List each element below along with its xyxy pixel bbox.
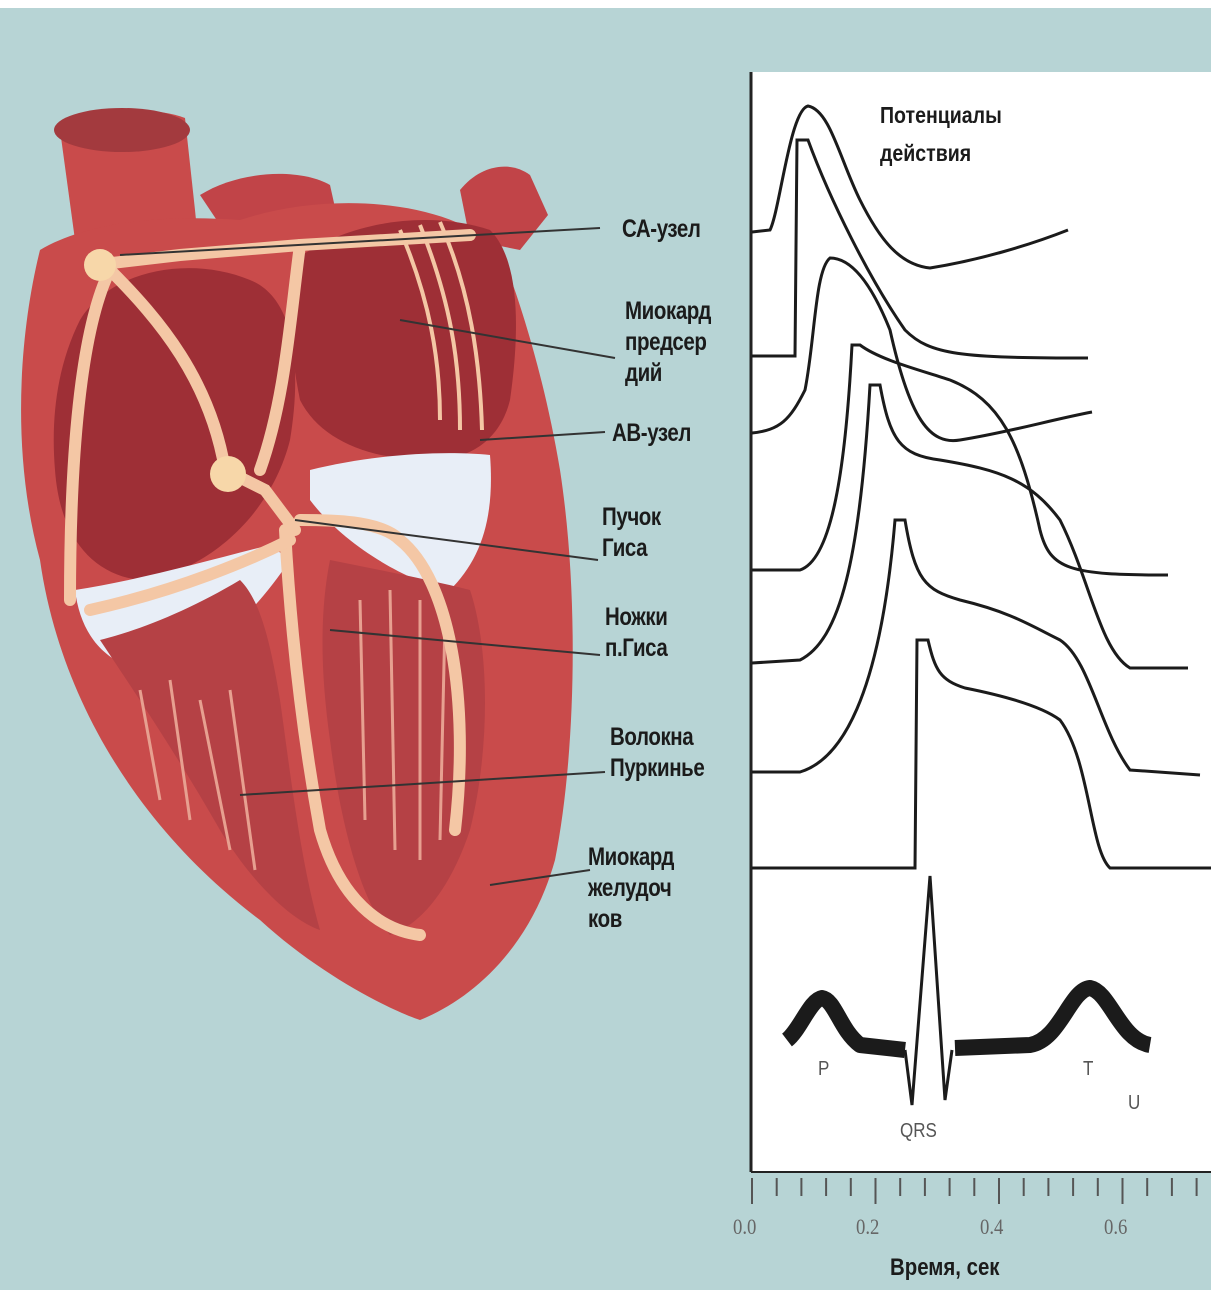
plot-title-line: действия — [880, 134, 1002, 172]
x-tick-label: 0.6 — [1104, 1214, 1127, 1240]
ecg-label-t: T — [1083, 1058, 1093, 1081]
x-axis-ticks — [752, 1178, 1197, 1204]
x-tick-label: 0.4 — [980, 1214, 1003, 1240]
ecg-label-p: P — [818, 1058, 829, 1081]
x-tick-label: 0.0 — [733, 1214, 756, 1240]
plot-title: Потенциалы действия — [880, 96, 1002, 172]
ecg-label-qrs: QRS — [900, 1120, 937, 1143]
x-tick-label: 0.2 — [856, 1214, 879, 1240]
x-axis-label: Время, сек — [890, 1254, 1000, 1282]
plot-title-line: Потенциалы — [880, 96, 1002, 134]
ecg-label-u: U — [1128, 1092, 1140, 1115]
